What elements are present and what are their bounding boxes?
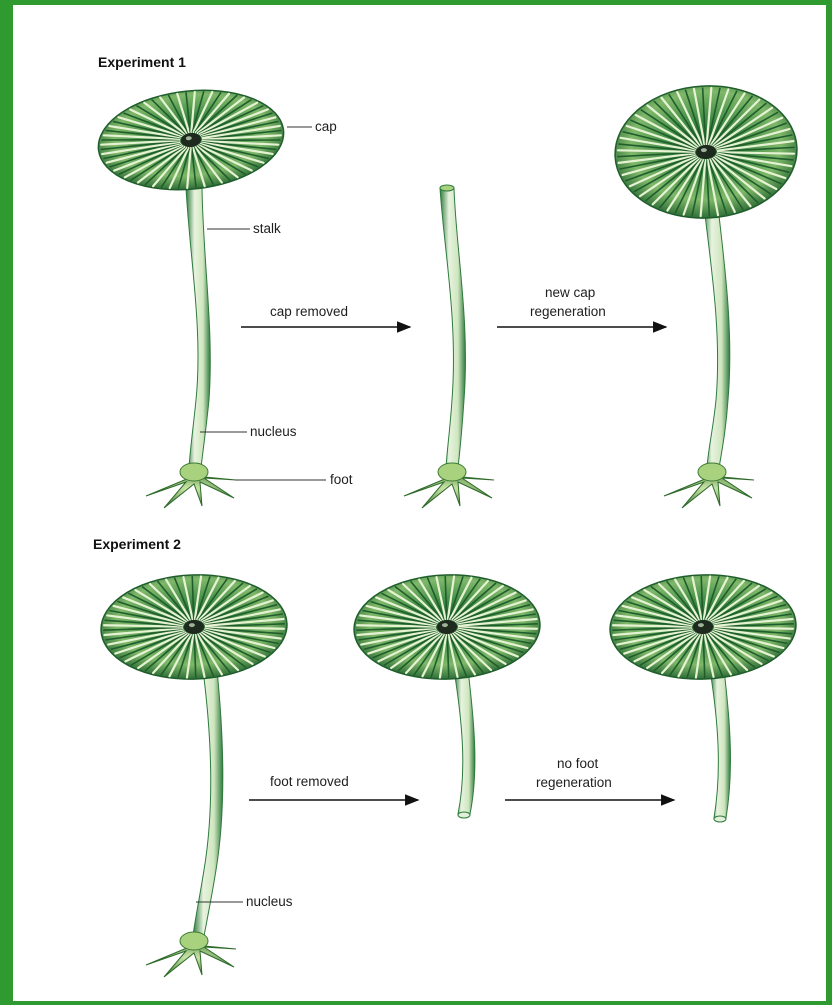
exp2-unchanged-cap: [608, 572, 798, 682]
exp2-plant-no-regeneration: [608, 572, 798, 822]
exp2-stalk: [193, 670, 223, 936]
exp1-capless-foot: [404, 463, 494, 508]
exp2-unchanged-stalk: [710, 670, 730, 821]
experiment-2-title: Experiment 2: [93, 536, 181, 552]
label-nucleus-2: nucleus: [246, 894, 293, 909]
arrow-label-no-foot-line1: no foot: [557, 756, 599, 771]
exp1-regenerated-foot: [664, 463, 754, 508]
exp2-footless-stalk: [454, 670, 475, 817]
exp2-cap: [99, 572, 289, 682]
exp2-plant-whole: [99, 572, 289, 977]
label-cap: cap: [315, 119, 337, 134]
exp1-regenerated-stalk: [702, 190, 730, 468]
exp2-plant-footless: [352, 572, 542, 818]
label-foot: foot: [330, 472, 353, 487]
exp1-regenerated-cap: [612, 81, 801, 222]
exp1-cap: [93, 82, 288, 199]
arrow-label-new-cap-line1: new cap: [545, 285, 595, 300]
arrow-label-cap-removed: cap removed: [270, 304, 348, 319]
exp2-foot: [146, 932, 236, 977]
label-stalk: stalk: [253, 221, 281, 236]
exp1-foot: [146, 463, 236, 508]
exp1-plant-whole: [93, 82, 288, 508]
exp1-stalk: [186, 188, 210, 468]
label-nucleus-1: nucleus: [250, 424, 297, 439]
arrow-label-foot-removed: foot removed: [270, 774, 349, 789]
exp1-plant-capless: [404, 185, 494, 508]
exp1-capless-stalk: [440, 188, 465, 468]
arrow-label-no-foot-line2: regeneration: [536, 775, 612, 790]
exp1-plant-regenerated: [612, 81, 801, 508]
experiment-1-title: Experiment 1: [98, 54, 186, 70]
exp2-footless-cap: [352, 572, 542, 682]
arrow-label-new-cap-line2: regeneration: [530, 304, 606, 319]
